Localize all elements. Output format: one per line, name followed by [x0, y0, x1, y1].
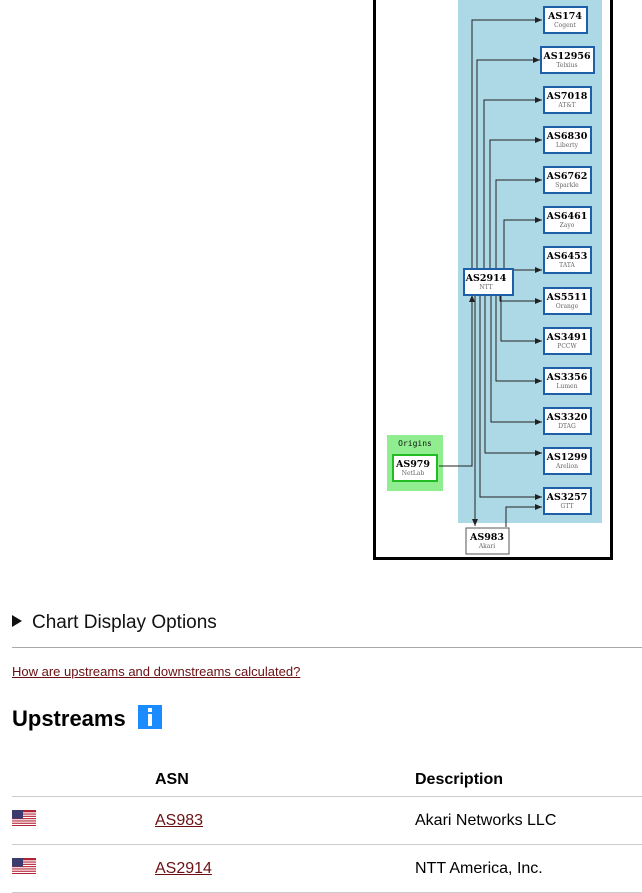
node-as6461[interactable]: AS6461 Zayo — [543, 206, 592, 234]
svg-text:PCCW: PCCW — [557, 343, 577, 350]
edge-as983-as3257 — [505, 504, 542, 527]
svg-text:AS983: AS983 — [469, 532, 504, 543]
asn-column-header: ASN — [155, 764, 415, 797]
edge-as2914-as174 — [471, 17, 542, 269]
us-flag-icon — [12, 858, 36, 874]
description-column-header: Description — [415, 764, 642, 797]
divider — [12, 647, 642, 648]
edge-as2914-as6830 — [489, 137, 542, 269]
description-cell: Akari Networks LLC — [415, 796, 642, 845]
upstreams-heading: Upstreams — [12, 706, 126, 731]
svg-text:NetLab: NetLab — [402, 470, 425, 477]
svg-text:AS6453: AS6453 — [546, 251, 588, 262]
table-row: AS2914 NTT America, Inc. — [12, 844, 642, 893]
svg-text:GTT: GTT — [561, 503, 574, 510]
node-as12956[interactable]: AS12956 Telxius — [540, 46, 595, 74]
edge-as2914-as6762 — [495, 177, 542, 269]
edge-as2914-as1299 — [484, 295, 542, 456]
svg-text:Arelion: Arelion — [555, 463, 578, 470]
node-as6830[interactable]: AS6830 Liberty — [543, 126, 592, 154]
node-as3257[interactable]: AS3257 GTT — [543, 487, 592, 515]
svg-text:AS5511: AS5511 — [546, 292, 588, 303]
node-as983[interactable]: AS983 Akari — [465, 527, 510, 555]
svg-text:AS6762: AS6762 — [546, 171, 588, 182]
svg-text:Sparkle: Sparkle — [555, 182, 579, 189]
as-graph: Origins AS174 Cogent AS12956 Telxius AS7… — [373, 0, 613, 560]
svg-text:Zayo: Zayo — [560, 222, 575, 229]
svg-text:NTT: NTT — [479, 284, 492, 291]
edge-as2914-as5511 — [499, 295, 542, 304]
svg-text:Liberty: Liberty — [556, 142, 579, 149]
origins-label: Origins — [398, 439, 432, 448]
edge-as979-as2914 — [439, 295, 475, 467]
node-as979[interactable]: AS979 NetLab — [392, 454, 438, 482]
graph-edges — [439, 17, 542, 527]
edge-as2914-as6461 — [503, 217, 542, 269]
calculation-help-link[interactable]: How are upstreams and downstreams calcul… — [12, 664, 301, 679]
svg-text:AS3320: AS3320 — [546, 412, 588, 423]
node-as3356[interactable]: AS3356 Lumen — [543, 367, 592, 395]
svg-text:AT&T: AT&T — [557, 102, 575, 109]
as-graph-svg: Origins AS174 Cogent AS12956 Telxius AS7… — [387, 0, 602, 555]
svg-text:Lumen: Lumen — [557, 383, 578, 390]
table-header-row: ASN Description — [12, 764, 642, 797]
description-cell: NTT America, Inc. — [415, 844, 642, 893]
edge-as2914-as7018 — [483, 97, 542, 269]
node-as1299[interactable]: AS1299 Arelion — [543, 447, 592, 475]
svg-text:AS1299: AS1299 — [546, 452, 588, 463]
edge-as2914-as3320 — [490, 295, 542, 425]
svg-text:Telxius: Telxius — [556, 62, 577, 69]
svg-text:DTAG: DTAG — [558, 423, 576, 430]
svg-text:AS6830: AS6830 — [546, 131, 588, 142]
asn-link[interactable]: AS2914 — [155, 859, 212, 877]
svg-text:Cogent: Cogent — [554, 22, 576, 29]
node-as6762[interactable]: AS6762 Sparkle — [543, 166, 592, 194]
node-as3320[interactable]: AS3320 DTAG — [543, 407, 592, 435]
svg-text:AS979: AS979 — [395, 459, 430, 470]
svg-text:AS2914: AS2914 — [465, 273, 507, 284]
chart-display-options-toggle[interactable]: Chart Display Options — [12, 612, 217, 634]
upstreams-table: ASN Description AS983 Akari Networks LLC — [12, 764, 642, 893]
node-as5511[interactable]: AS5511 Orange — [543, 287, 592, 315]
edge-as2914-as3491 — [500, 295, 542, 344]
svg-text:AS6461: AS6461 — [546, 211, 588, 222]
svg-text:AS7018: AS7018 — [546, 91, 588, 102]
svg-text:AS12956: AS12956 — [542, 51, 591, 62]
chart-display-options-label: Chart Display Options — [32, 612, 217, 633]
flag-column-header — [12, 764, 155, 797]
svg-text:AS174: AS174 — [547, 11, 582, 22]
edge-as2914-as3257 — [479, 295, 542, 500]
svg-text:AS3257: AS3257 — [546, 492, 588, 503]
node-as174[interactable]: AS174 Cogent — [543, 6, 588, 34]
edge-as2914-as3356 — [495, 295, 542, 384]
node-as2914[interactable]: AS2914 NTT — [463, 268, 514, 296]
node-as7018[interactable]: AS7018 AT&T — [543, 86, 592, 114]
node-as3491[interactable]: AS3491 PCCW — [543, 327, 592, 355]
expand-triangle-icon — [12, 615, 22, 627]
info-glyph-icon — [148, 708, 152, 726]
edge-as2914-as12956 — [476, 57, 540, 269]
table-row: AS983 Akari Networks LLC — [12, 796, 642, 845]
svg-text:TATA: TATA — [559, 262, 575, 269]
svg-text:AS3356: AS3356 — [546, 372, 588, 383]
svg-text:Akari: Akari — [478, 543, 495, 550]
us-flag-icon — [12, 810, 36, 826]
info-icon[interactable] — [138, 705, 162, 729]
svg-text:Orange: Orange — [556, 303, 579, 310]
node-as6453[interactable]: AS6453 TATA — [543, 246, 592, 274]
asn-link[interactable]: AS983 — [155, 811, 204, 829]
svg-text:AS3491: AS3491 — [546, 332, 588, 343]
